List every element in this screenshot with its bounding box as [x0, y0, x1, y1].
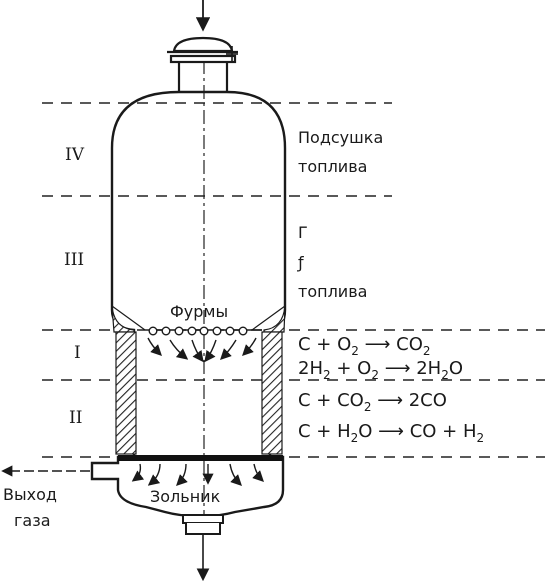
- reaction-4: C + H2O ⟶ CO + H2: [298, 421, 484, 445]
- tuyere-nozzle: [212, 326, 222, 336]
- zone-iii-label-line3: топлива: [298, 282, 367, 301]
- lining-right-wall: [261, 331, 283, 455]
- loading-hatch: [167, 36, 238, 92]
- reaction-subscript: 2: [371, 368, 379, 382]
- reaction-text: C + O: [298, 334, 351, 355]
- zone-numeral-iii: III: [64, 250, 84, 270]
- tuyere-nozzle: [199, 326, 209, 336]
- tuyere-nozzle: [187, 326, 197, 336]
- grate: [118, 455, 283, 461]
- blast-arrows: [147, 337, 257, 363]
- tuyere-nozzle: [161, 326, 171, 336]
- ash-flow-arrows: [131, 463, 264, 486]
- zone-iii-label-line2: ƒ: [296, 253, 304, 272]
- tuyere-nozzle: [238, 326, 248, 336]
- tuyeres-ring: [148, 326, 262, 336]
- reaction-text: C + H: [298, 421, 351, 442]
- shoulder-right: [251, 305, 286, 331]
- tuyere-nozzle: [148, 326, 158, 336]
- reaction-text: ⟶ 2H: [379, 358, 441, 379]
- zone-iv-label-line1: Подсушка: [298, 128, 383, 147]
- gas-outlet-label-line2: газа: [14, 511, 51, 530]
- reaction-3: C + CO2 ⟶ 2CO: [298, 390, 447, 414]
- reaction-text: C + CO: [298, 390, 364, 411]
- reaction-text: O: [449, 358, 463, 379]
- reaction-text: O ⟶ CO + H: [358, 421, 476, 442]
- zone-iv-label-line2: топлива: [298, 157, 367, 176]
- reaction-text: + O: [331, 358, 372, 379]
- ash-pit-label: Зольник: [150, 487, 221, 506]
- shoulder-left: [111, 305, 146, 331]
- lining-left-wall: [115, 331, 137, 455]
- reaction-text: ⟶ 2CO: [371, 390, 446, 411]
- reaction-subscript: 2: [441, 368, 449, 382]
- reaction-subscript: 2: [423, 344, 431, 358]
- reaction-1: C + O2 ⟶ CO2: [298, 334, 431, 358]
- gas-outlet-label-line1: Выход: [3, 485, 57, 504]
- reaction-subscript: 2: [351, 431, 359, 445]
- zone-numeral-iv: IV: [65, 145, 85, 165]
- zone-numeral-i: I: [74, 343, 81, 363]
- reaction-subscript: 2: [477, 431, 485, 445]
- reaction-subscript: 2: [323, 368, 331, 382]
- reaction-subscript: 2: [351, 344, 359, 358]
- tuyere-nozzle: [225, 326, 235, 336]
- reaction-2: 2H2 + O2 ⟶ 2H2O: [298, 358, 463, 382]
- tuyere-nozzle: [174, 326, 184, 336]
- tuyeres-label: Фурмы: [170, 302, 228, 321]
- zone-iii-label-line1: Г: [298, 223, 308, 242]
- reaction-text: ⟶ CO: [359, 334, 423, 355]
- reaction-text: 2H: [298, 358, 323, 379]
- reaction-subscript: 2: [364, 400, 372, 414]
- zone-numeral-ii: II: [69, 408, 82, 428]
- ash-discharge: [182, 514, 224, 535]
